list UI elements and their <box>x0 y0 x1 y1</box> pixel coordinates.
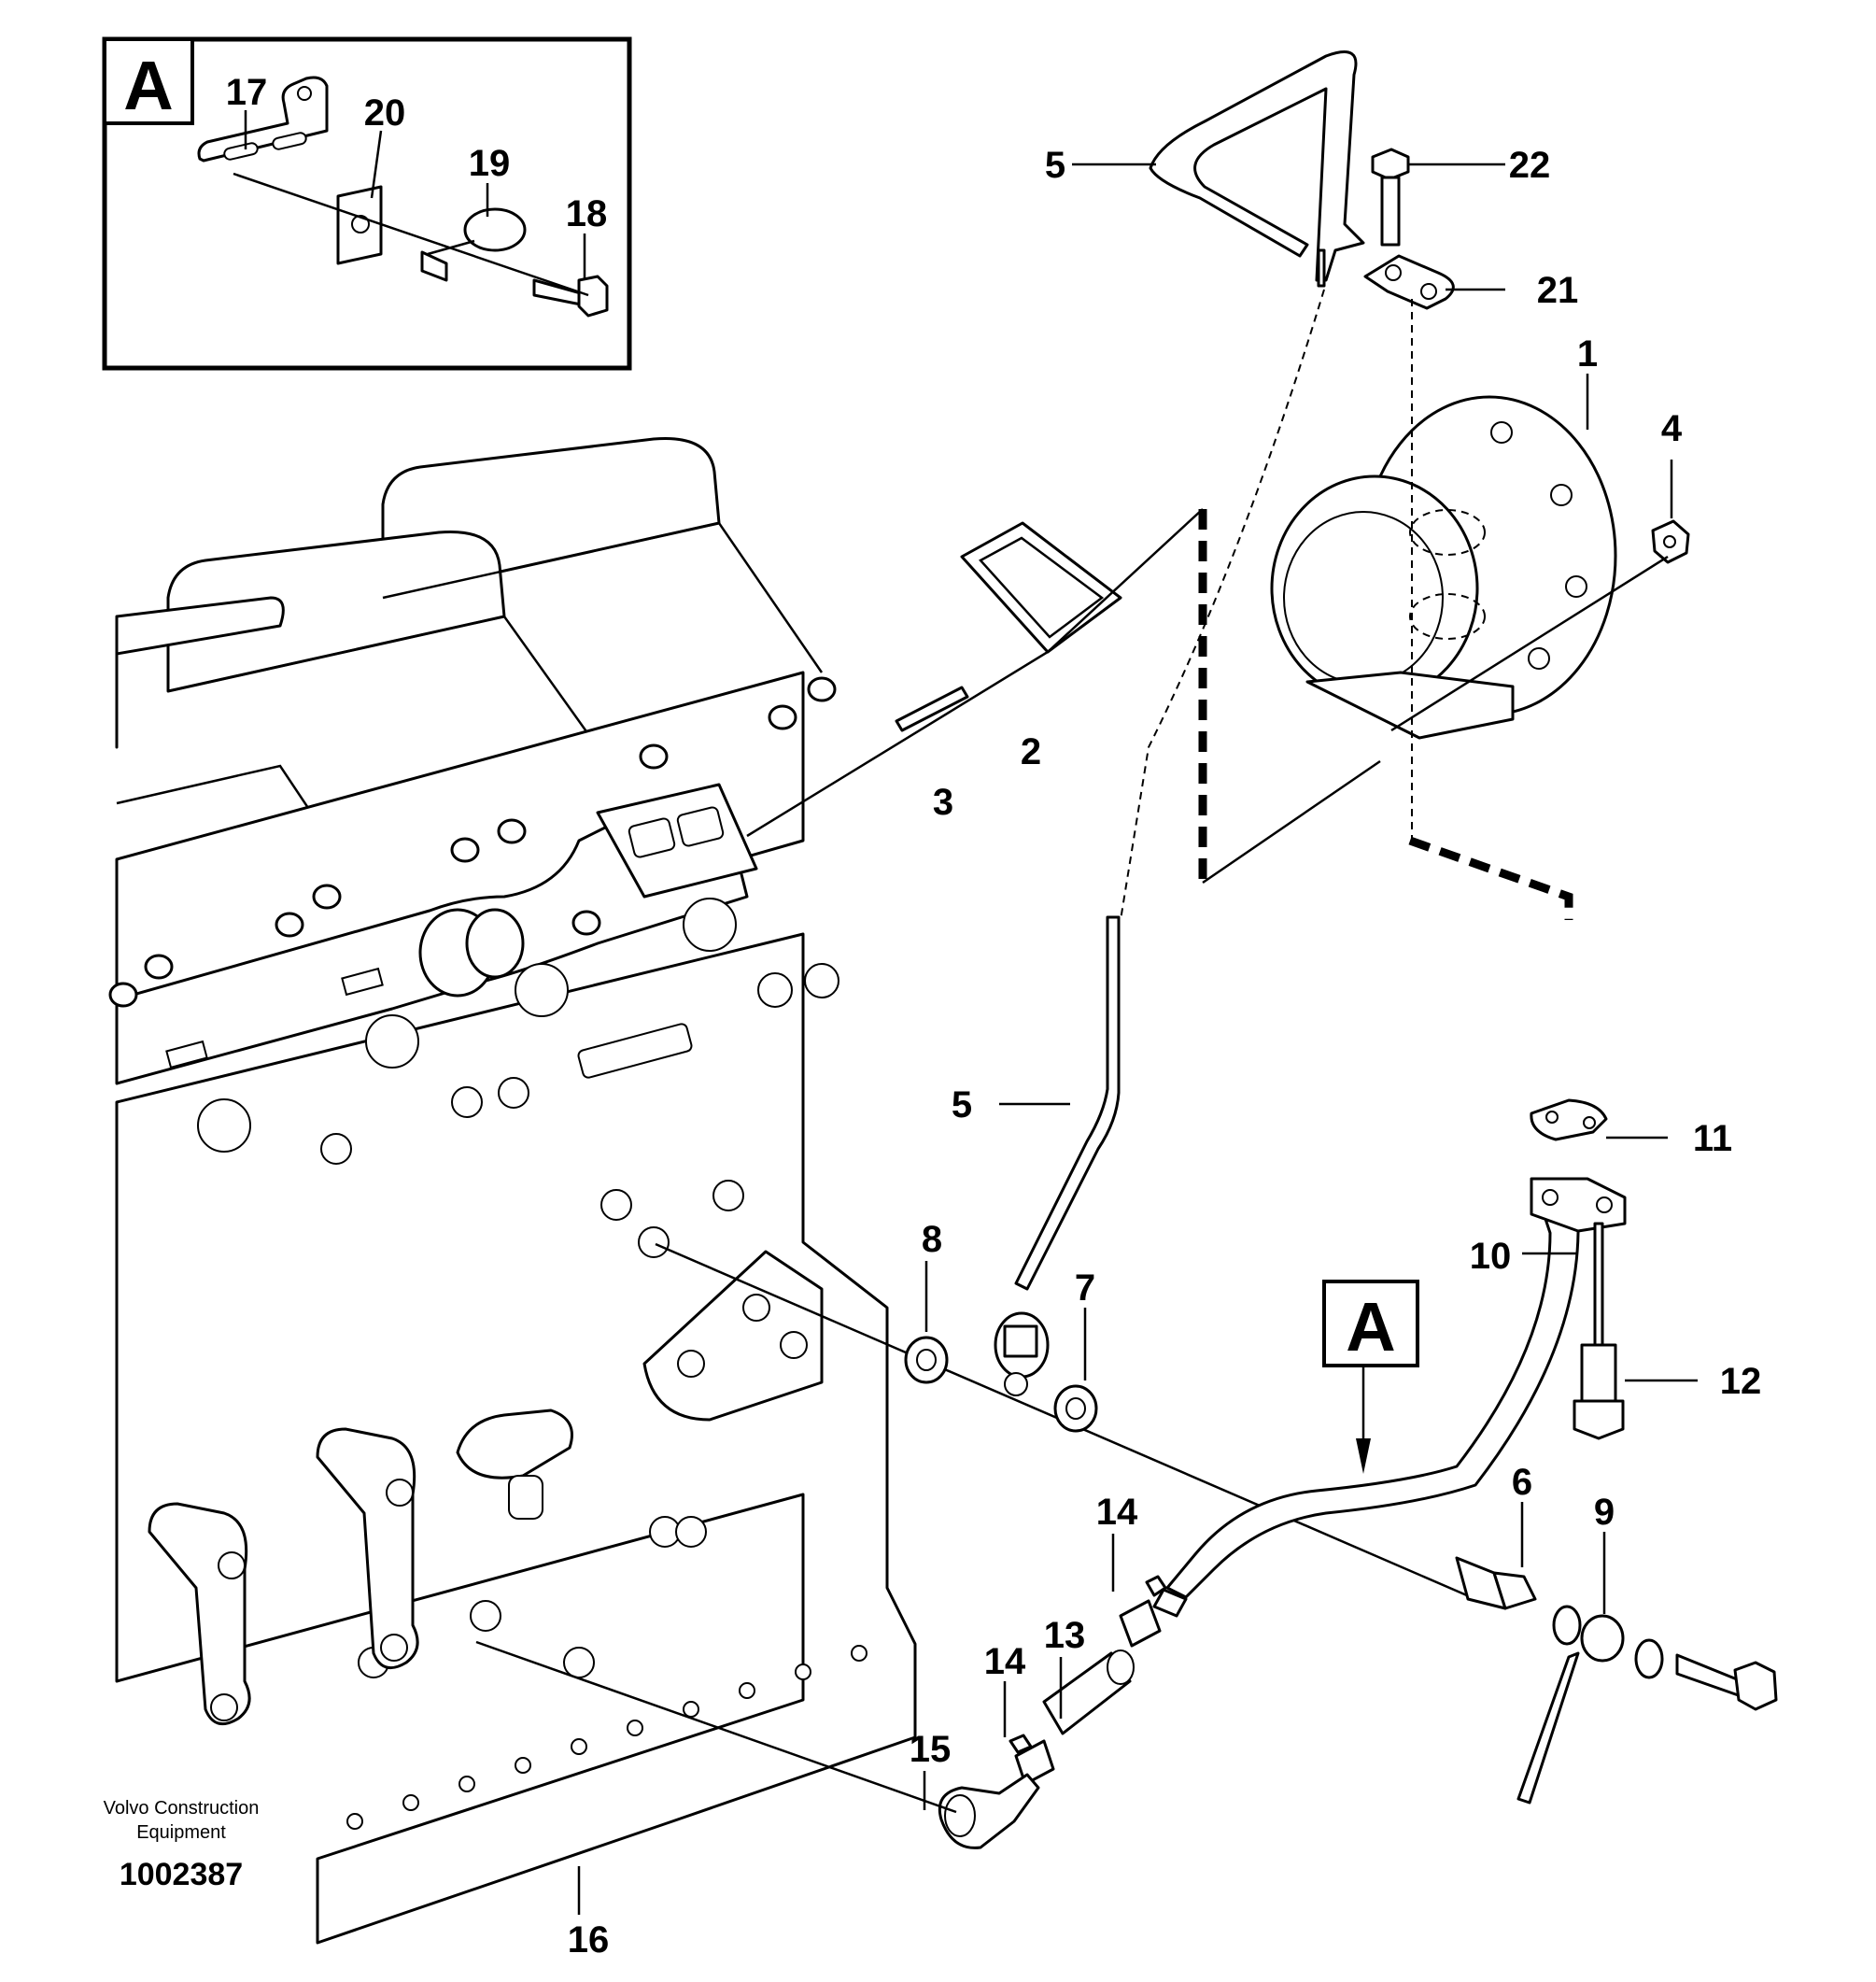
callout-labels: 1 2 3 4 5 5 6 7 8 9 10 11 12 13 14 14 15… <box>226 72 1762 1961</box>
detail-view-label: A <box>123 47 173 124</box>
callout-4: 4 <box>1661 408 1683 449</box>
washer-7 <box>1053 1384 1098 1433</box>
pipe-10 <box>1152 1177 1627 1618</box>
callout-20: 20 <box>364 92 406 134</box>
gasket-2 <box>960 521 1122 654</box>
callout-2: 2 <box>1021 731 1041 772</box>
callout-17: 17 <box>226 72 268 113</box>
callout-21: 21 <box>1537 270 1579 311</box>
company-name-line1: Volvo Construction <box>104 1798 260 1819</box>
callout-1: 1 <box>1577 333 1598 375</box>
callout-18: 18 <box>566 193 608 234</box>
washer-9b <box>1634 1638 1664 1679</box>
callout-5-upper: 5 <box>1045 145 1065 186</box>
callout-8: 8 <box>922 1219 942 1260</box>
bolt-12 <box>1573 1222 1625 1440</box>
company-name-line2: Equipment <box>136 1822 226 1843</box>
callout-3: 3 <box>933 782 953 823</box>
fitting-6 <box>1455 1556 1537 1610</box>
pipe-5-lower <box>994 915 1121 1396</box>
callout-10: 10 <box>1470 1236 1512 1277</box>
footer: Volvo Construction Equipment 1002387 <box>104 1798 260 1892</box>
engine-block <box>108 436 917 1945</box>
callout-6: 6 <box>1512 1462 1532 1503</box>
stud-3 <box>895 686 969 732</box>
callout-14-lower: 14 <box>984 1641 1026 1682</box>
clamp-14-upper <box>1119 1575 1167 1648</box>
bolt-9 <box>1675 1653 1778 1711</box>
document-number: 1002387 <box>120 1857 243 1892</box>
washer-9a <box>1552 1605 1582 1646</box>
callout-5-lower: 5 <box>952 1084 972 1125</box>
turbocharger-1 <box>1270 395 1617 740</box>
callout-13: 13 <box>1044 1615 1086 1656</box>
callout-12: 12 <box>1720 1361 1762 1402</box>
nut-4 <box>1651 519 1690 564</box>
callout-9: 9 <box>1594 1492 1615 1533</box>
elbow-15 <box>938 1773 1040 1849</box>
detail-view-a: A <box>102 36 632 371</box>
callout-7: 7 <box>1075 1267 1095 1309</box>
callout-19: 19 <box>469 143 511 184</box>
hose-13 <box>1042 1649 1135 1735</box>
callout-16: 16 <box>568 1919 610 1961</box>
detail-marker-label: A <box>1346 1288 1395 1366</box>
banjo-9 <box>1516 1614 1625 1805</box>
gasket-11 <box>1530 1098 1608 1141</box>
pipe-5-upper <box>1149 50 1365 288</box>
callout-15: 15 <box>910 1729 952 1770</box>
callout-11: 11 <box>1693 1118 1732 1159</box>
washer-8 <box>904 1336 949 1384</box>
bolt-22 <box>1371 148 1410 247</box>
detail-marker-a: A <box>1322 1280 1419 1474</box>
flange-21 <box>1363 254 1455 310</box>
callout-14-upper: 14 <box>1096 1492 1138 1533</box>
callout-22: 22 <box>1509 145 1551 186</box>
clamp-14-lower <box>1009 1734 1055 1786</box>
